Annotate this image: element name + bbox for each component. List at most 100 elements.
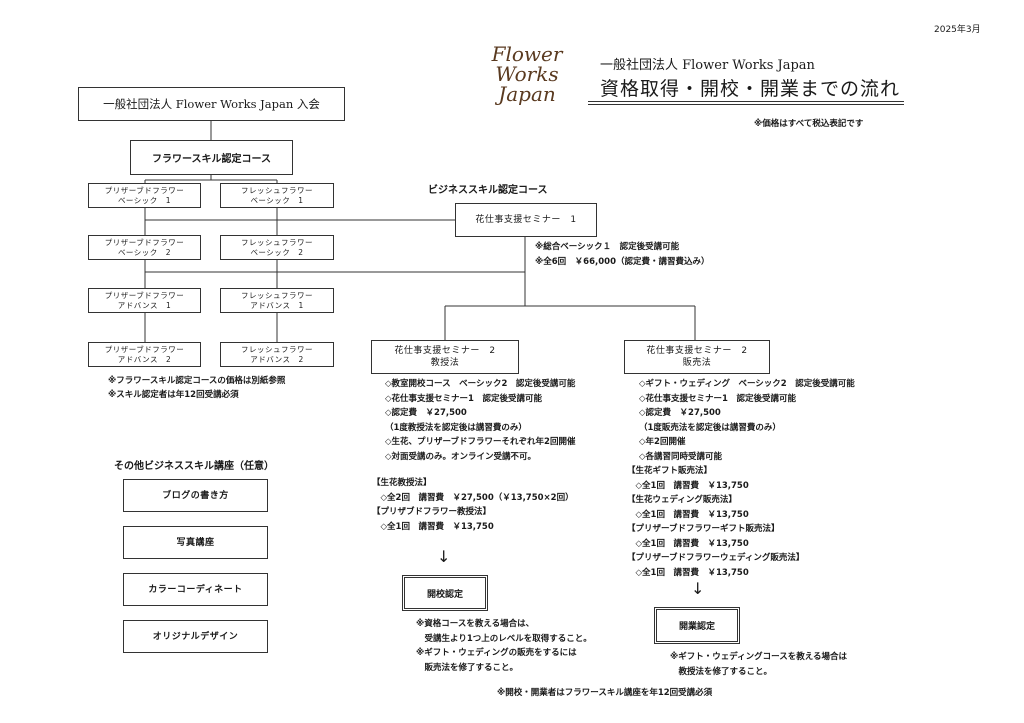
skill-box-pf-advance-2: プリザーブドフラワー アドバンス 2 <box>88 342 201 367</box>
other-course-label: ブログの書き方 <box>162 490 229 501</box>
document-date: 2025年3月 <box>934 25 981 35</box>
logo-line-1: Flower <box>491 42 563 66</box>
seminar-2-sales-box: 花仕事支援セミナー 2 販売法 <box>624 340 770 374</box>
note-item: ◇ギフト・ウェディング ベーシック2 認定後受講可能 <box>639 379 855 389</box>
other-course-color: カラーコーディネート <box>123 573 268 606</box>
skill-course-title: フラワースキル認定コース <box>152 154 271 165</box>
note-item: ※ギフト・ウェディングコースを教える場合は <box>670 652 847 662</box>
seminar-2-sales-line: 花仕事支援セミナー 2 <box>646 346 748 356</box>
kaigyou-box: 開業認定 <box>654 607 740 644</box>
note-item: 【生花ギフト販売法】 <box>627 466 713 476</box>
seminar-1-box: 花仕事支援セミナー 1 <box>455 203 597 237</box>
arrow-down-kaikou: ↓ <box>437 547 451 566</box>
skill-box-ff-advance-1: フレッシュフラワー アドバンス 1 <box>220 288 334 313</box>
skill-box-pf-basic-1: プリザーブドフラワー ベーシック 1 <box>88 183 201 208</box>
note-item: ◇対面受講のみ。オンライン受講不可。 <box>385 451 537 462</box>
note-item: ◇各講習同時受講可能 <box>639 451 723 462</box>
note-item: 受講生より1つ上のレベルを取得すること。 <box>416 633 592 644</box>
arrow-down-kaigyou: ↓ <box>691 579 705 598</box>
note-item: ◇教室開校コース ベーシック2 認定後受講可能 <box>385 379 576 389</box>
business-course-title: ビジネススキル認定コース <box>428 185 548 196</box>
note-item: ◇全1回 講習費 ￥13,750 <box>627 567 749 578</box>
skill-box-line: ベーシック 2 <box>117 247 172 257</box>
kaikou-notes: ※資格コースを教える場合は、 受講生より1つ上のレベルを取得すること。 ※ギフト… <box>416 617 592 675</box>
note-item: ※ギフト・ウェディングの販売をするには <box>416 648 577 658</box>
skill-box-line: フレッシュフラワー <box>241 344 313 354</box>
seminar-2-teaching-prices: 【生花教授法】 ◇全2回 講習費 ￥27,500（￥13,750×2回） 【プリ… <box>372 476 574 534</box>
skill-box-line: フレッシュフラワー <box>241 237 313 247</box>
note-item: ◇全2回 講習費 ￥27,500（￥13,750×2回） <box>372 492 574 503</box>
skill-box-line: フレッシュフラワー <box>241 290 313 300</box>
note-item: ◇生花、プリザーブドフラワーそれぞれ年2回開催 <box>385 437 576 447</box>
note-item: ◇全1回 講習費 ￥13,750 <box>627 509 749 520</box>
note-item: ◇花仕事支援セミナー1 認定後受講可能 <box>385 393 542 404</box>
skill-box-pf-basic-2: プリザーブドフラワー ベーシック 2 <box>88 235 201 260</box>
note-item: 【生花ウェディング販売法】 <box>627 495 737 505</box>
note-item: 【プリザーブドフラワーギフト販売法】 <box>627 524 780 534</box>
seminar-2-sales-line: 販売法 <box>682 358 712 368</box>
skill-box-line: ベーシック 1 <box>117 195 172 205</box>
skill-box-line: プリザーブドフラワー <box>104 185 185 195</box>
other-course-original-design: オリジナルデザイン <box>123 620 268 653</box>
seminar-2-teaching-line: 教授法 <box>430 358 460 368</box>
skill-course-notes: ※フラワースキル認定コースの価格は別紙参照 ※スキル認定者は年12回受講必須 <box>108 374 285 402</box>
flower-works-japan-logo: Flower Works Japan <box>486 44 568 104</box>
skill-box-line: アドバンス 2 <box>117 354 172 364</box>
note-item: 【プリザブドフラワー教授法】 <box>372 507 492 517</box>
skill-box-line: ベーシック 1 <box>250 195 304 205</box>
note-item: 【プリザーブドフラワーウェディング販売法】 <box>627 553 805 563</box>
other-course-label: オリジナルデザイン <box>152 631 239 642</box>
skill-box-line: アドバンス 1 <box>117 300 172 310</box>
kaikou-box: 開校認定 <box>402 575 488 611</box>
page-title: 資格取得・開校・開業までの流れ <box>600 78 901 100</box>
kaigyou-notes: ※ギフト・ウェディングコースを教える場合は 教授法を修了すること。 <box>670 650 847 679</box>
skill-box-ff-basic-1: フレッシュフラワー ベーシック 1 <box>220 183 334 208</box>
skill-box-ff-advance-2: フレッシュフラワー アドバンス 2 <box>220 342 334 367</box>
note-item: 販売法を修了すること。 <box>416 662 519 673</box>
join-box: 一般社団法人 Flower Works Japan 入会 <box>78 87 345 121</box>
skill-box-pf-advance-1: プリザーブドフラワー アドバンス 1 <box>88 288 201 313</box>
note-item: （1度教授法を認定後は講習費のみ） <box>385 422 527 433</box>
header-org: 一般社団法人 Flower Works Japan <box>600 58 815 73</box>
note-item: ◇認定費 ￥27,500 <box>639 408 721 418</box>
logo-line-3: Japan <box>498 82 556 106</box>
seminar-2-teaching-box: 花仕事支援セミナー 2 教授法 <box>371 340 519 374</box>
note-item: ◇花仕事支援セミナー1 認定後受講可能 <box>639 393 796 404</box>
kaigyou-label: 開業認定 <box>678 622 715 632</box>
note-item: （1度販売法を認定後は講習費のみ） <box>639 422 781 433</box>
note-item: ※全6回 ￥66,000（認定費・講習費込み） <box>535 257 710 267</box>
title-underline <box>588 101 904 105</box>
note-item: ※スキル認定者は年12回受講必須 <box>108 390 239 400</box>
note-item: ◇全1回 講習費 ￥13,750 <box>627 538 749 549</box>
other-course-label: 写真講座 <box>176 537 215 548</box>
skill-box-line: ベーシック 2 <box>250 247 304 257</box>
note-item: 教授法を修了すること。 <box>670 666 773 677</box>
skill-box-line: プリザーブドフラワー <box>104 344 185 354</box>
note-item: ◇認定費 ￥27,500 <box>385 408 467 418</box>
note-item: ◇全1回 講習費 ￥13,750 <box>372 521 494 532</box>
other-course-photo: 写真講座 <box>123 526 268 559</box>
footer-note: ※開校・開業者はフラワースキル講座を年12回受講必須 <box>497 688 713 698</box>
kaikou-label: 開校認定 <box>426 589 463 600</box>
skill-box-line: アドバンス 1 <box>250 300 304 310</box>
skill-box-line: プリザーブドフラワー <box>104 290 185 300</box>
tax-note: ※価格はすべて税込表記です <box>754 119 864 129</box>
note-item: ※フラワースキル認定コースの価格は別紙参照 <box>108 376 286 386</box>
seminar-2-teaching-line: 花仕事支援セミナー 2 <box>394 346 496 356</box>
join-label: 一般社団法人 Flower Works Japan 入会 <box>103 97 320 111</box>
note-item: 【生花教授法】 <box>372 478 432 488</box>
note-item: ◇年2回開催 <box>639 437 686 447</box>
seminar-1-label: 花仕事支援セミナー 1 <box>475 215 577 225</box>
skill-course-title-box: フラワースキル認定コース <box>130 140 293 175</box>
note-item: ※資格コースを教える場合は、 <box>416 619 535 629</box>
note-item: ※総合ベーシック１ 認定後受講可能 <box>535 242 680 252</box>
other-course-blog: ブログの書き方 <box>123 479 268 512</box>
skill-box-line: フレッシュフラワー <box>241 185 313 195</box>
seminar-1-notes: ※総合ベーシック１ 認定後受講可能 ※全6回 ￥66,000（認定費・講習費込み… <box>535 240 709 270</box>
skill-box-line: アドバンス 2 <box>250 354 304 364</box>
skill-box-ff-basic-2: フレッシュフラワー ベーシック 2 <box>220 235 334 260</box>
other-courses-title: その他ビジネススキル講座（任意） <box>114 461 274 472</box>
skill-box-line: プリザーブドフラワー <box>104 237 185 247</box>
logo-line-2: Works <box>495 62 559 86</box>
